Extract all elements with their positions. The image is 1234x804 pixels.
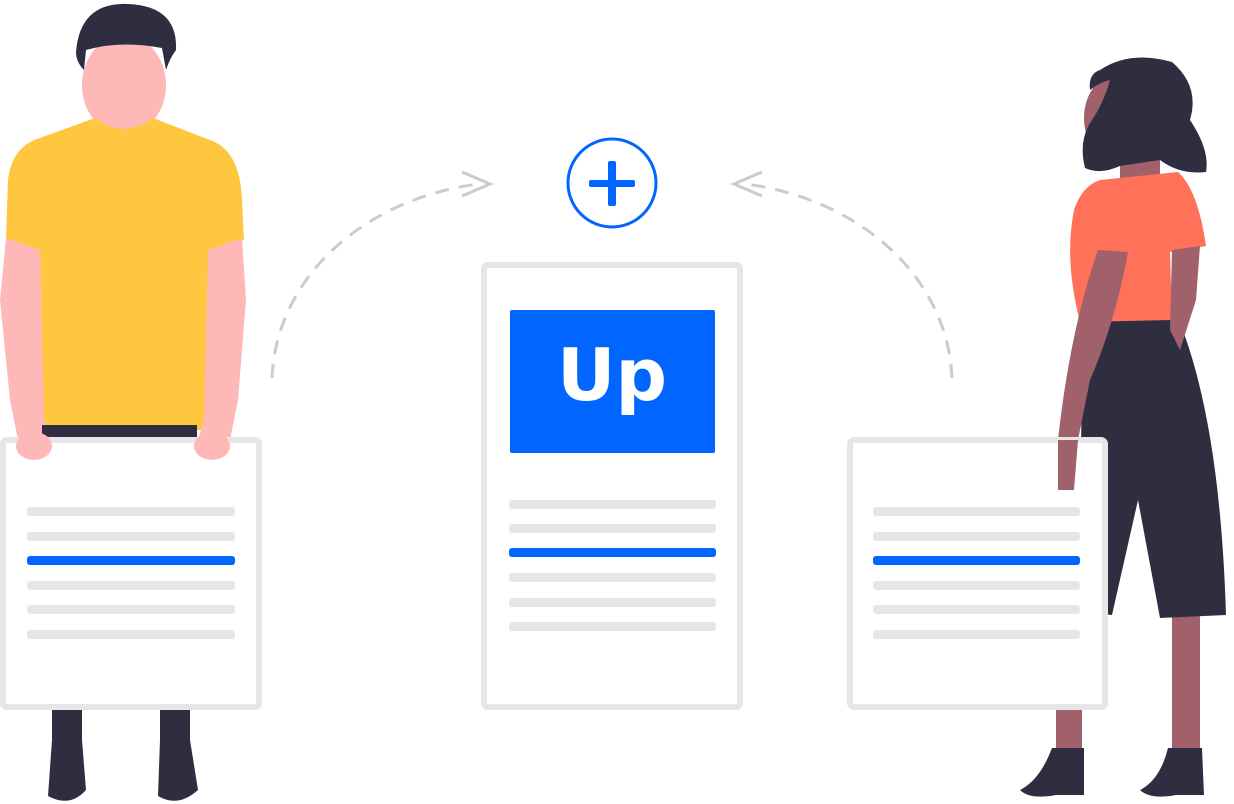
- up-logo-box: [510, 310, 715, 453]
- right-dashed-arrow-icon: [730, 170, 954, 379]
- woman-figure: [1020, 57, 1226, 797]
- man-right-hand: [194, 432, 230, 460]
- up-logo-label: Up: [557, 333, 667, 417]
- left-dashed-arrow-icon: [270, 170, 494, 379]
- center-document: Up: [481, 262, 743, 710]
- left-document: [0, 437, 262, 710]
- woman-hand: [1058, 440, 1078, 490]
- man-left-hand: [16, 432, 52, 460]
- right-document: [847, 437, 1108, 710]
- plus-circle-icon: [566, 137, 658, 229]
